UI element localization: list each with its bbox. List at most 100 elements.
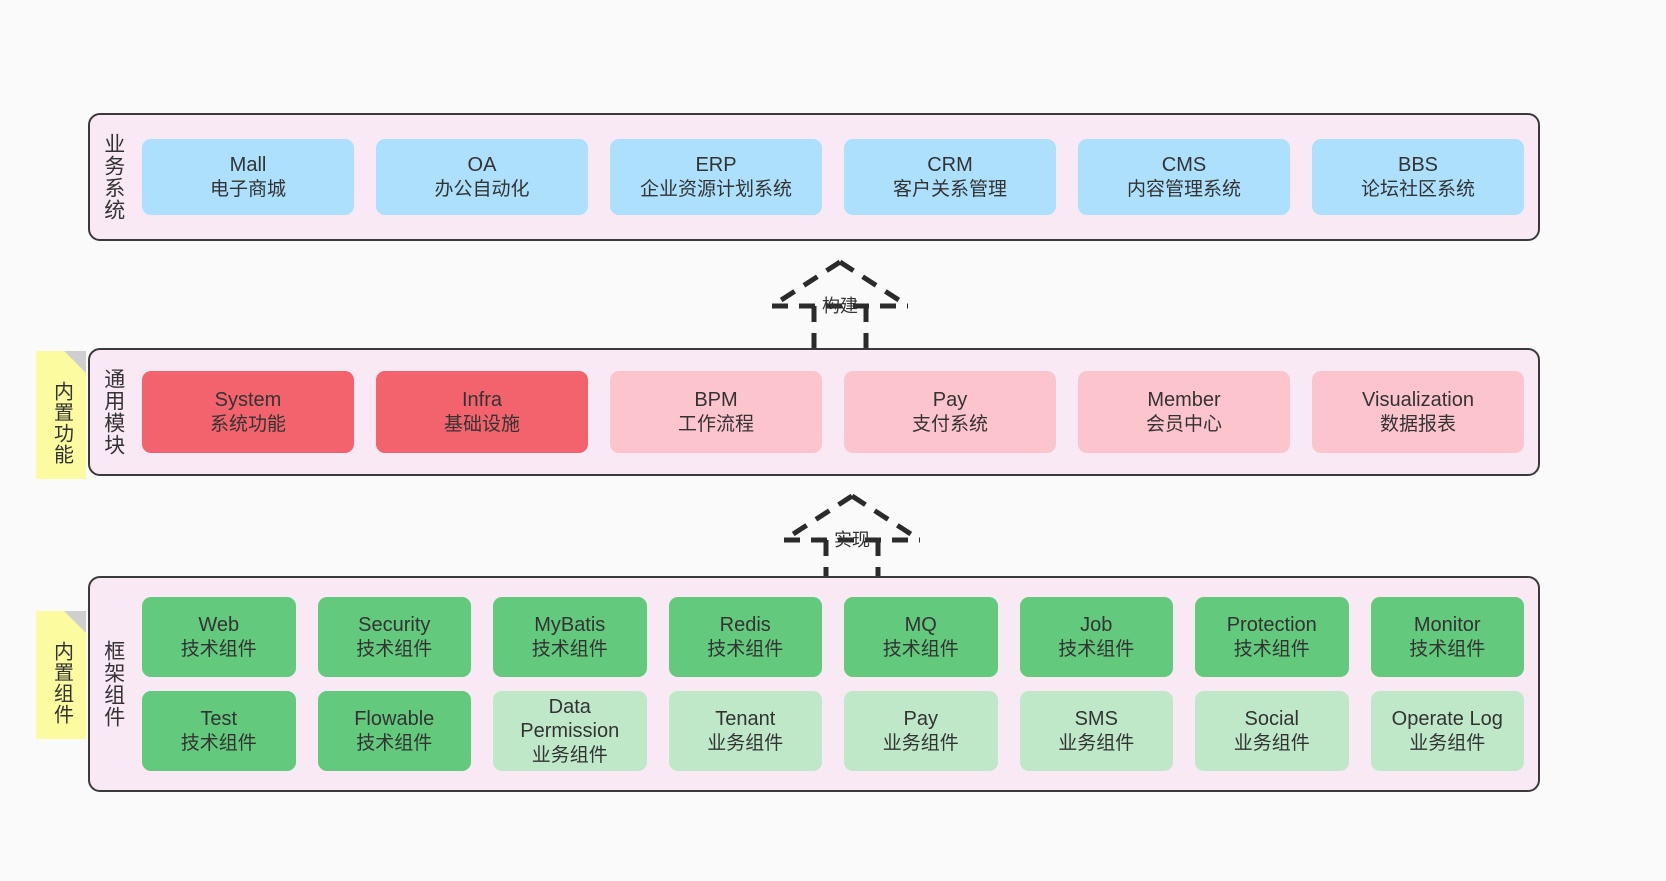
framework-card-row-2: Test 技术组件 Flowable 技术组件 Data Permission … [142, 691, 1524, 771]
card-title-cn: 企业资源计划系统 [639, 178, 792, 200]
modules-card-row: System 系统功能 Infra 基础设施 BPM 工作流程 Pay 支付系统… [142, 371, 1524, 453]
card-title-en: Pay [903, 708, 938, 731]
card-oa[interactable]: OA 办公自动化 [376, 139, 588, 215]
arrow-build: 构建 [760, 258, 920, 358]
card-title-en: SMS [1074, 708, 1118, 731]
card-job[interactable]: Job 技术组件 [1019, 597, 1173, 677]
layer-modules-body: System 系统功能 Infra 基础设施 BPM 工作流程 Pay 支付系统… [136, 350, 1538, 474]
card-crm[interactable]: CRM 客户关系管理 [844, 139, 1056, 215]
card-title-cn: 技术组件 [180, 638, 257, 660]
layer-business-systems: 业务系统 Mall 电子商城 OA 办公自动化 ERP 企业资源计划系统 CRM… [88, 113, 1540, 241]
note-label: 内置组件 [50, 641, 73, 725]
arrow-implement-label: 实现 [834, 530, 870, 550]
card-pay-module[interactable]: Pay 支付系统 [844, 371, 1056, 453]
framework-card-row-1: Web 技术组件 Security 技术组件 MyBatis 技术组件 Redi… [142, 597, 1524, 677]
card-visualization[interactable]: Visualization 数据报表 [1312, 371, 1524, 453]
card-title-en: CRM [927, 154, 973, 177]
layer-modules-title: 通用模块 [101, 368, 125, 456]
card-member[interactable]: Member 会员中心 [1078, 371, 1290, 453]
card-title-en: Test [200, 708, 238, 731]
card-protection[interactable]: Protection 技术组件 [1195, 597, 1349, 677]
card-title-en: Security [358, 614, 431, 637]
card-title-cn: 客户关系管理 [892, 178, 1007, 200]
card-pay-component[interactable]: Pay 业务组件 [844, 691, 998, 771]
card-title-cn: 数据报表 [1379, 413, 1456, 435]
card-mq[interactable]: MQ 技术组件 [844, 597, 998, 677]
card-title-en: MyBatis [534, 614, 606, 637]
card-title-en: Web [198, 614, 240, 637]
layer-framework-components: 框架组件 Web 技术组件 Security 技术组件 MyBatis 技术组件… [88, 576, 1540, 792]
arrow-implement: 实现 [772, 492, 932, 592]
card-title-en: Visualization [1362, 389, 1474, 412]
card-operate-log[interactable]: Operate Log 业务组件 [1370, 691, 1524, 771]
card-mall[interactable]: Mall 电子商城 [142, 139, 354, 215]
card-title-en: Operate Log [1391, 708, 1503, 731]
card-title-cn: 内容管理系统 [1126, 178, 1241, 200]
card-erp[interactable]: ERP 企业资源计划系统 [610, 139, 822, 215]
card-title-cn: 支付系统 [911, 413, 988, 435]
card-title-cn: 业务组件 [1058, 732, 1135, 754]
card-title-en: Data Permission [520, 696, 620, 743]
arrow-build-label: 构建 [822, 296, 858, 316]
card-title-en: Monitor [1413, 614, 1481, 637]
card-title-en: Mall [229, 154, 267, 177]
card-title-en: Infra [461, 389, 503, 412]
card-security[interactable]: Security 技术组件 [317, 597, 471, 677]
card-title-en: Job [1080, 614, 1113, 637]
card-title-en: Social [1244, 708, 1299, 731]
card-title-en: Protection [1226, 614, 1317, 637]
card-title-cn: 技术组件 [1058, 638, 1135, 660]
card-title-en: Tenant [715, 708, 776, 731]
note-builtin-components: 内置组件 [36, 611, 86, 739]
card-title-cn: 业务组件 [1233, 732, 1310, 754]
card-title-en: Pay [932, 389, 968, 412]
card-title-cn: 系统功能 [209, 413, 286, 435]
card-title-cn: 技术组件 [531, 638, 608, 660]
card-title-en: MQ [904, 614, 937, 637]
card-title-en: BPM [694, 389, 738, 412]
layer-framework-body: Web 技术组件 Security 技术组件 MyBatis 技术组件 Redi… [136, 578, 1538, 790]
card-flowable[interactable]: Flowable 技术组件 [317, 691, 471, 771]
card-title-cn: 业务组件 [1409, 732, 1486, 754]
card-title-cn: 技术组件 [356, 732, 433, 754]
card-social[interactable]: Social 业务组件 [1195, 691, 1349, 771]
card-title-cn: 技术组件 [1233, 638, 1310, 660]
card-title-en: BBS [1397, 154, 1439, 177]
card-cms[interactable]: CMS 内容管理系统 [1078, 139, 1290, 215]
card-title-cn: 工作流程 [677, 413, 754, 435]
card-data-permission[interactable]: Data Permission 业务组件 [493, 691, 647, 771]
layer-framework-title: 框架组件 [101, 640, 125, 728]
note-builtin-features: 内置功能 [36, 351, 86, 479]
card-title-cn: 技术组件 [707, 638, 784, 660]
card-title-en: Redis [719, 614, 771, 637]
card-title-en: System [214, 389, 282, 412]
card-title-en: ERP [695, 154, 737, 177]
card-title-cn: 技术组件 [356, 638, 433, 660]
card-title-cn: 业务组件 [531, 744, 608, 766]
card-bpm[interactable]: BPM 工作流程 [610, 371, 822, 453]
card-title-en: Flowable [354, 708, 435, 731]
card-redis[interactable]: Redis 技术组件 [668, 597, 822, 677]
card-test[interactable]: Test 技术组件 [142, 691, 296, 771]
layer-common-modules: 通用模块 System 系统功能 Infra 基础设施 BPM 工作流程 Pay… [88, 348, 1540, 476]
card-title-en: OA [467, 154, 497, 177]
card-web[interactable]: Web 技术组件 [142, 597, 296, 677]
note-label: 内置功能 [50, 381, 73, 465]
card-title-cn: 技术组件 [882, 638, 959, 660]
card-tenant[interactable]: Tenant 业务组件 [668, 691, 822, 771]
card-title-cn: 论坛社区系统 [1360, 178, 1475, 200]
card-bbs[interactable]: BBS 论坛社区系统 [1312, 139, 1524, 215]
card-monitor[interactable]: Monitor 技术组件 [1370, 597, 1524, 677]
card-title-cn: 技术组件 [180, 732, 257, 754]
card-title-en: CMS [1161, 154, 1207, 177]
card-sms[interactable]: SMS 业务组件 [1019, 691, 1173, 771]
card-system[interactable]: System 系统功能 [142, 371, 354, 453]
card-infra[interactable]: Infra 基础设施 [376, 371, 588, 453]
card-mybatis[interactable]: MyBatis 技术组件 [493, 597, 647, 677]
card-title-cn: 业务组件 [707, 732, 784, 754]
card-title-en: Member [1147, 389, 1221, 412]
card-title-cn: 办公自动化 [434, 178, 530, 200]
card-title-cn: 会员中心 [1145, 413, 1222, 435]
card-title-cn: 业务组件 [882, 732, 959, 754]
business-card-row: Mall 电子商城 OA 办公自动化 ERP 企业资源计划系统 CRM 客户关系… [142, 139, 1524, 215]
